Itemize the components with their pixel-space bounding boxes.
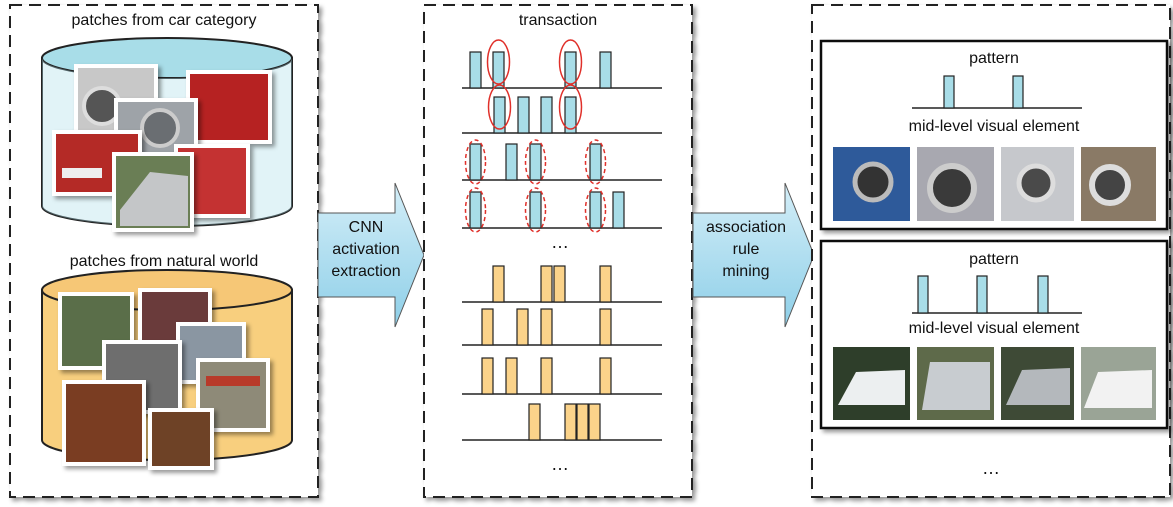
- car-patch: [186, 70, 272, 144]
- ellipsis-cyan: …: [551, 232, 569, 252]
- activation-bar: [529, 191, 542, 229]
- pattern-1-subtitle: mid-level visual element: [908, 118, 1080, 135]
- transaction-rows: [462, 39, 662, 441]
- left-panel: [9, 4, 319, 498]
- activation-bar: [589, 191, 602, 229]
- arrow-association-rule-mining: [692, 182, 815, 328]
- transaction-row: [462, 187, 662, 233]
- activation-bar: [564, 51, 577, 89]
- pattern-match-dashed-circle: [524, 139, 547, 185]
- ellipsis-patterns: …: [982, 458, 1000, 478]
- pattern-match-circle: [486, 39, 511, 85]
- transaction-row: [462, 39, 662, 89]
- pattern-match-dashed-circle: [464, 187, 487, 233]
- activation-bar: [517, 96, 530, 134]
- activation-bar: [576, 403, 589, 441]
- pattern-bar: [917, 275, 929, 314]
- activation-bar: [599, 51, 612, 89]
- activation-bar: [492, 265, 505, 303]
- activation-bar: [599, 265, 612, 303]
- activation-bar: [505, 143, 518, 181]
- natural-patch-stack: [58, 288, 270, 470]
- arrow1-line-1: CNN: [348, 219, 384, 236]
- pattern-match-circle: [558, 84, 583, 130]
- transaction-row: [462, 357, 662, 395]
- activation-bar: [599, 357, 612, 395]
- middle-panel: [423, 4, 693, 498]
- transaction-row: [462, 308, 662, 346]
- transaction-row: [462, 265, 662, 303]
- activation-bar: [589, 143, 602, 181]
- pattern-bar: [943, 75, 955, 109]
- pattern-match-dashed-circle: [584, 187, 607, 233]
- activation-bar: [599, 308, 612, 346]
- arrow-cnn-extraction: [317, 182, 425, 328]
- car-patch-stack: [52, 64, 272, 232]
- activation-bar: [588, 403, 601, 441]
- activation-bar: [540, 265, 553, 303]
- visual-element-images-1: [833, 147, 1156, 221]
- activation-bar: [481, 357, 494, 395]
- pattern-bar: [1037, 275, 1049, 314]
- visual-element-images-2: [833, 347, 1156, 420]
- pattern-bar: [976, 275, 988, 314]
- natural-world-label: patches from natural world: [69, 253, 259, 270]
- activation-bar: [540, 308, 553, 346]
- transaction-row: [462, 84, 662, 134]
- activation-bar: [493, 96, 506, 134]
- activation-bar: [564, 96, 577, 134]
- nature-patch: [148, 408, 214, 470]
- car-category-label: patches from car category: [71, 12, 257, 29]
- transaction-row: [462, 403, 662, 441]
- pattern-match-dashed-circle: [524, 187, 547, 233]
- activation-bar: [529, 143, 542, 181]
- activation-bar: [505, 357, 518, 395]
- pattern-match-dashed-circle: [464, 139, 487, 185]
- pattern-bar: [1012, 75, 1024, 109]
- activation-bar: [612, 191, 625, 229]
- right-panel: [811, 4, 1171, 498]
- pattern-match-circle: [487, 84, 512, 130]
- transaction-title: transaction: [518, 12, 598, 29]
- activation-bar: [564, 403, 577, 441]
- activation-bar: [528, 403, 541, 441]
- pattern-1-title: pattern: [969, 50, 1019, 67]
- transaction-row: [462, 139, 662, 185]
- activation-bar: [540, 357, 553, 395]
- arrow1-label: CNN activation extraction: [316, 217, 416, 283]
- arrow2-line-3: mining: [722, 263, 770, 280]
- pattern-match-circle: [558, 39, 583, 85]
- activation-bar: [516, 308, 529, 346]
- pattern-2-title: pattern: [969, 251, 1019, 268]
- activation-bar: [540, 96, 553, 134]
- activation-bar: [469, 143, 482, 181]
- activation-bar: [481, 308, 494, 346]
- activation-bar: [469, 191, 482, 229]
- arrow2-label: association rule mining: [698, 217, 794, 283]
- arrow1-line-2: activation: [332, 241, 400, 258]
- arrow1-line-3: extraction: [331, 263, 401, 280]
- pattern-match-dashed-circle: [584, 139, 607, 185]
- arrow2-line-2: rule: [732, 241, 760, 258]
- activation-bar: [553, 265, 566, 303]
- pattern-2-subtitle: mid-level visual element: [908, 320, 1080, 337]
- ellipsis-orange: …: [551, 454, 569, 474]
- activation-bar: [469, 51, 482, 89]
- nature-patch: [62, 380, 146, 466]
- activation-bar: [492, 51, 505, 89]
- arrow2-line-1: association: [705, 219, 787, 236]
